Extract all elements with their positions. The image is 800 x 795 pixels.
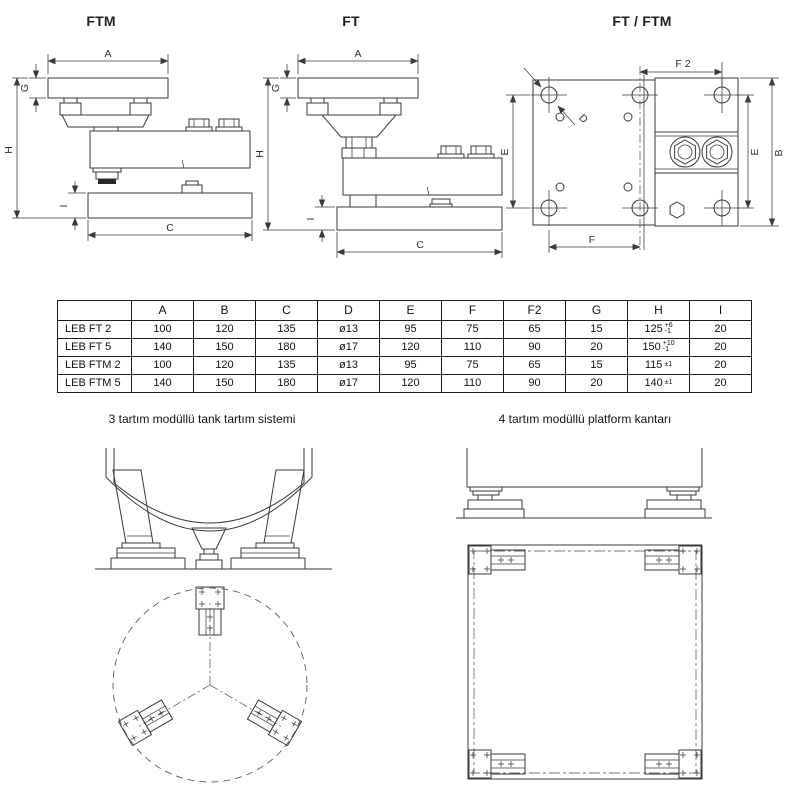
platform-plan-4-modules — [467, 544, 703, 780]
ftm-side-view: A G H I C — [3, 48, 253, 241]
table-cell: 135 — [255, 320, 318, 339]
dim-label-h-ftm: H — [3, 146, 15, 154]
table-cell: 100 — [131, 356, 194, 375]
table-cell: 90 — [503, 338, 566, 357]
tank-plan-3-modules — [112, 587, 308, 783]
dim-label-i-ft: I — [305, 218, 317, 221]
table-cell: 110 — [441, 338, 504, 357]
table-cell: ø13 — [317, 356, 380, 375]
column-header: I — [689, 300, 752, 321]
tank-elevation-3-modules — [95, 448, 332, 570]
column-header: A — [131, 300, 194, 321]
table-cell: ø17 — [317, 338, 380, 357]
table-cell: 120 — [379, 338, 442, 357]
ft-ftm-plan-view: D F 2 E E B F — [499, 58, 785, 253]
caption-platform-scale: 4 tartım modüllü platform kantarı — [498, 412, 672, 426]
dim-label-e-right: E — [749, 148, 761, 155]
ft-side-view: A G H I C — [254, 48, 503, 258]
table-cell: 20 — [689, 338, 752, 357]
dim-label-b-plan: B — [773, 149, 785, 156]
table-cell: 20 — [565, 374, 628, 393]
table-cell: 95 — [379, 356, 442, 375]
table-cell: ø17 — [317, 374, 380, 393]
table-cell: 110 — [441, 374, 504, 393]
table-cell: 150 — [193, 338, 256, 357]
table-cell: 100 — [131, 320, 194, 339]
table-cell: 65 — [503, 320, 566, 339]
table-row: LEB FTM 2 100 120 135 ø13 95 75 65 15 11… — [57, 356, 752, 375]
column-header: G — [565, 300, 628, 321]
table-cell: 20 — [565, 338, 628, 357]
table-cell: ø13 — [317, 320, 380, 339]
table-row: LEB FT 2 100 120 135 ø13 95 75 65 15 125… — [57, 320, 752, 339]
table-cell: 140±1 — [627, 374, 690, 393]
dim-label-g-ft: G — [270, 84, 282, 92]
dim-label-e-left: E — [499, 148, 511, 155]
row-label: LEB FTM 2 — [57, 356, 132, 375]
table-cell: 95 — [379, 320, 442, 339]
drawing-title-ftm: FTM — [86, 13, 116, 29]
caption-tank-system: 3 tartım modüllü tank tartım sistemi — [108, 412, 296, 426]
drawing-title-ft: FT — [342, 13, 360, 29]
table-cell: 150+10-1 — [627, 338, 690, 357]
platform-elevation — [456, 448, 712, 519]
column-header: E — [379, 300, 442, 321]
table-cell: 75 — [441, 356, 504, 375]
column-header: H — [627, 300, 690, 321]
table-cell: 150 — [193, 374, 256, 393]
table-cell: 20 — [689, 374, 752, 393]
table-cell: 125+6-1 — [627, 320, 690, 339]
table-cell: 90 — [503, 374, 566, 393]
table-cell: 180 — [255, 338, 318, 357]
dim-label-f-plan: F — [589, 234, 595, 246]
row-label: LEB FTM 5 — [57, 374, 132, 393]
column-header: B — [193, 300, 256, 321]
dim-label-f2-plan: F 2 — [675, 58, 690, 70]
dim-label-i-ftm: I — [58, 205, 70, 208]
table-cell: 180 — [255, 374, 318, 393]
table-cell: 140 — [131, 374, 194, 393]
table-cell: 15 — [565, 320, 628, 339]
table-cell: 115±1 — [627, 356, 690, 375]
column-header: F — [441, 300, 504, 321]
table-cell: 75 — [441, 320, 504, 339]
dim-label-c-ft: C — [416, 239, 424, 251]
table-cell: 65 — [503, 356, 566, 375]
table-cell: 140 — [131, 338, 194, 357]
dim-label-c-ftm: C — [166, 222, 174, 234]
dim-label-h-ft: H — [254, 150, 266, 158]
dim-label-d-plan: D — [576, 112, 590, 126]
table-cell: 20 — [689, 356, 752, 375]
column-header: C — [255, 300, 318, 321]
row-label: LEB FT 2 — [57, 320, 132, 339]
table-row: LEB FTM 5 140 150 180 ø17 120 110 90 20 … — [57, 374, 752, 393]
dimension-table: A B C D E F F2 G H I LEB FT 2 100 120 13… — [57, 300, 752, 393]
table-cell: 120 — [379, 374, 442, 393]
table-cell: 120 — [193, 356, 256, 375]
drawing-title-ft-ftm: FT / FTM — [612, 13, 672, 29]
table-cell: 135 — [255, 356, 318, 375]
dim-label-a-ft: A — [354, 48, 361, 60]
dim-label-a-ftm: A — [104, 48, 111, 60]
column-header — [57, 300, 132, 321]
column-header: D — [317, 300, 380, 321]
table-cell: 20 — [689, 320, 752, 339]
column-header: F2 — [503, 300, 566, 321]
table-row: LEB FT 5 140 150 180 ø17 120 110 90 20 1… — [57, 338, 752, 357]
row-label: LEB FT 5 — [57, 338, 132, 357]
dim-label-g-ftm: G — [19, 84, 31, 92]
table-cell: 120 — [193, 320, 256, 339]
table-header-row: A B C D E F F2 G H I — [57, 300, 752, 321]
table-cell: 15 — [565, 356, 628, 375]
